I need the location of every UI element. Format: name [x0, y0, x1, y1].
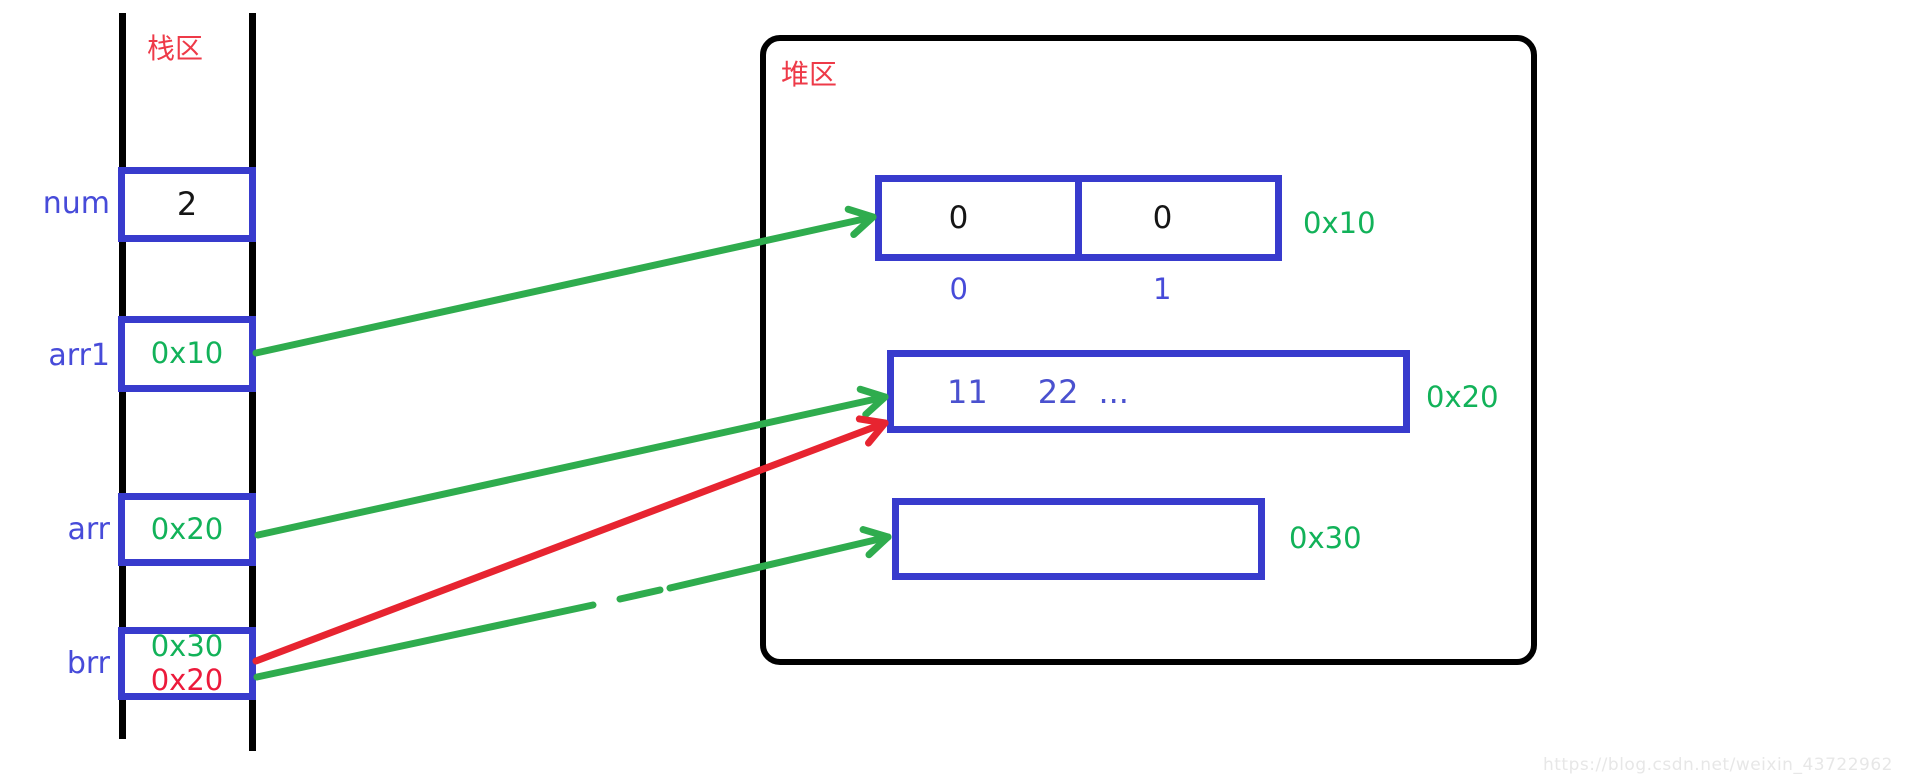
- stack-cell-brr: 0x30 0x20: [118, 627, 256, 700]
- heap-array2-address: 0x20: [1426, 380, 1499, 414]
- heap-array1-divider: [1075, 182, 1082, 254]
- stack-cell-num: 2: [118, 167, 256, 242]
- stack-label-num: num: [42, 186, 110, 221]
- heap-array1-index1: 1: [1153, 272, 1172, 306]
- arr-value: 0x20: [150, 511, 224, 546]
- heap-array2-ellipsis: ...: [1098, 372, 1129, 411]
- heap-array1-address: 0x10: [1303, 206, 1376, 240]
- heap-array3-address: 0x30: [1289, 521, 1362, 555]
- num-value: 2: [176, 185, 198, 224]
- stack-label-brr: brr: [66, 646, 110, 681]
- heap-array2-value0: 11: [947, 372, 988, 411]
- stack-label-arr1: arr1: [48, 338, 110, 373]
- heap-array1-index0: 0: [949, 272, 968, 306]
- heap-array1-cell1: 0: [1152, 200, 1173, 236]
- heap-array2-value1: 22: [1037, 372, 1079, 411]
- heap-array1-cell0: 0: [948, 200, 969, 236]
- heap-array1-indices: 0 1: [875, 272, 1282, 306]
- stack-cell-arr1: 0x10: [118, 316, 256, 392]
- watermark: https://blog.csdn.net/weixin_43722962: [1542, 755, 1893, 775]
- brr-old-value: 0x30: [150, 629, 224, 664]
- stack-label-arr: arr: [67, 512, 110, 547]
- heap-array2-box: 11 22 ...: [887, 350, 1410, 433]
- heap-array1-box: 0 0: [875, 175, 1282, 261]
- stack-cell-arr: 0x20: [118, 493, 256, 566]
- heap-region-title: 堆区: [781, 58, 838, 91]
- heap-array3-box: [892, 498, 1265, 580]
- heap-array2-values: 11 22 ...: [947, 357, 1129, 426]
- stack-region-title: 栈区: [147, 32, 204, 65]
- brr-new-value: 0x20: [150, 662, 224, 697]
- arr1-value: 0x10: [150, 336, 224, 371]
